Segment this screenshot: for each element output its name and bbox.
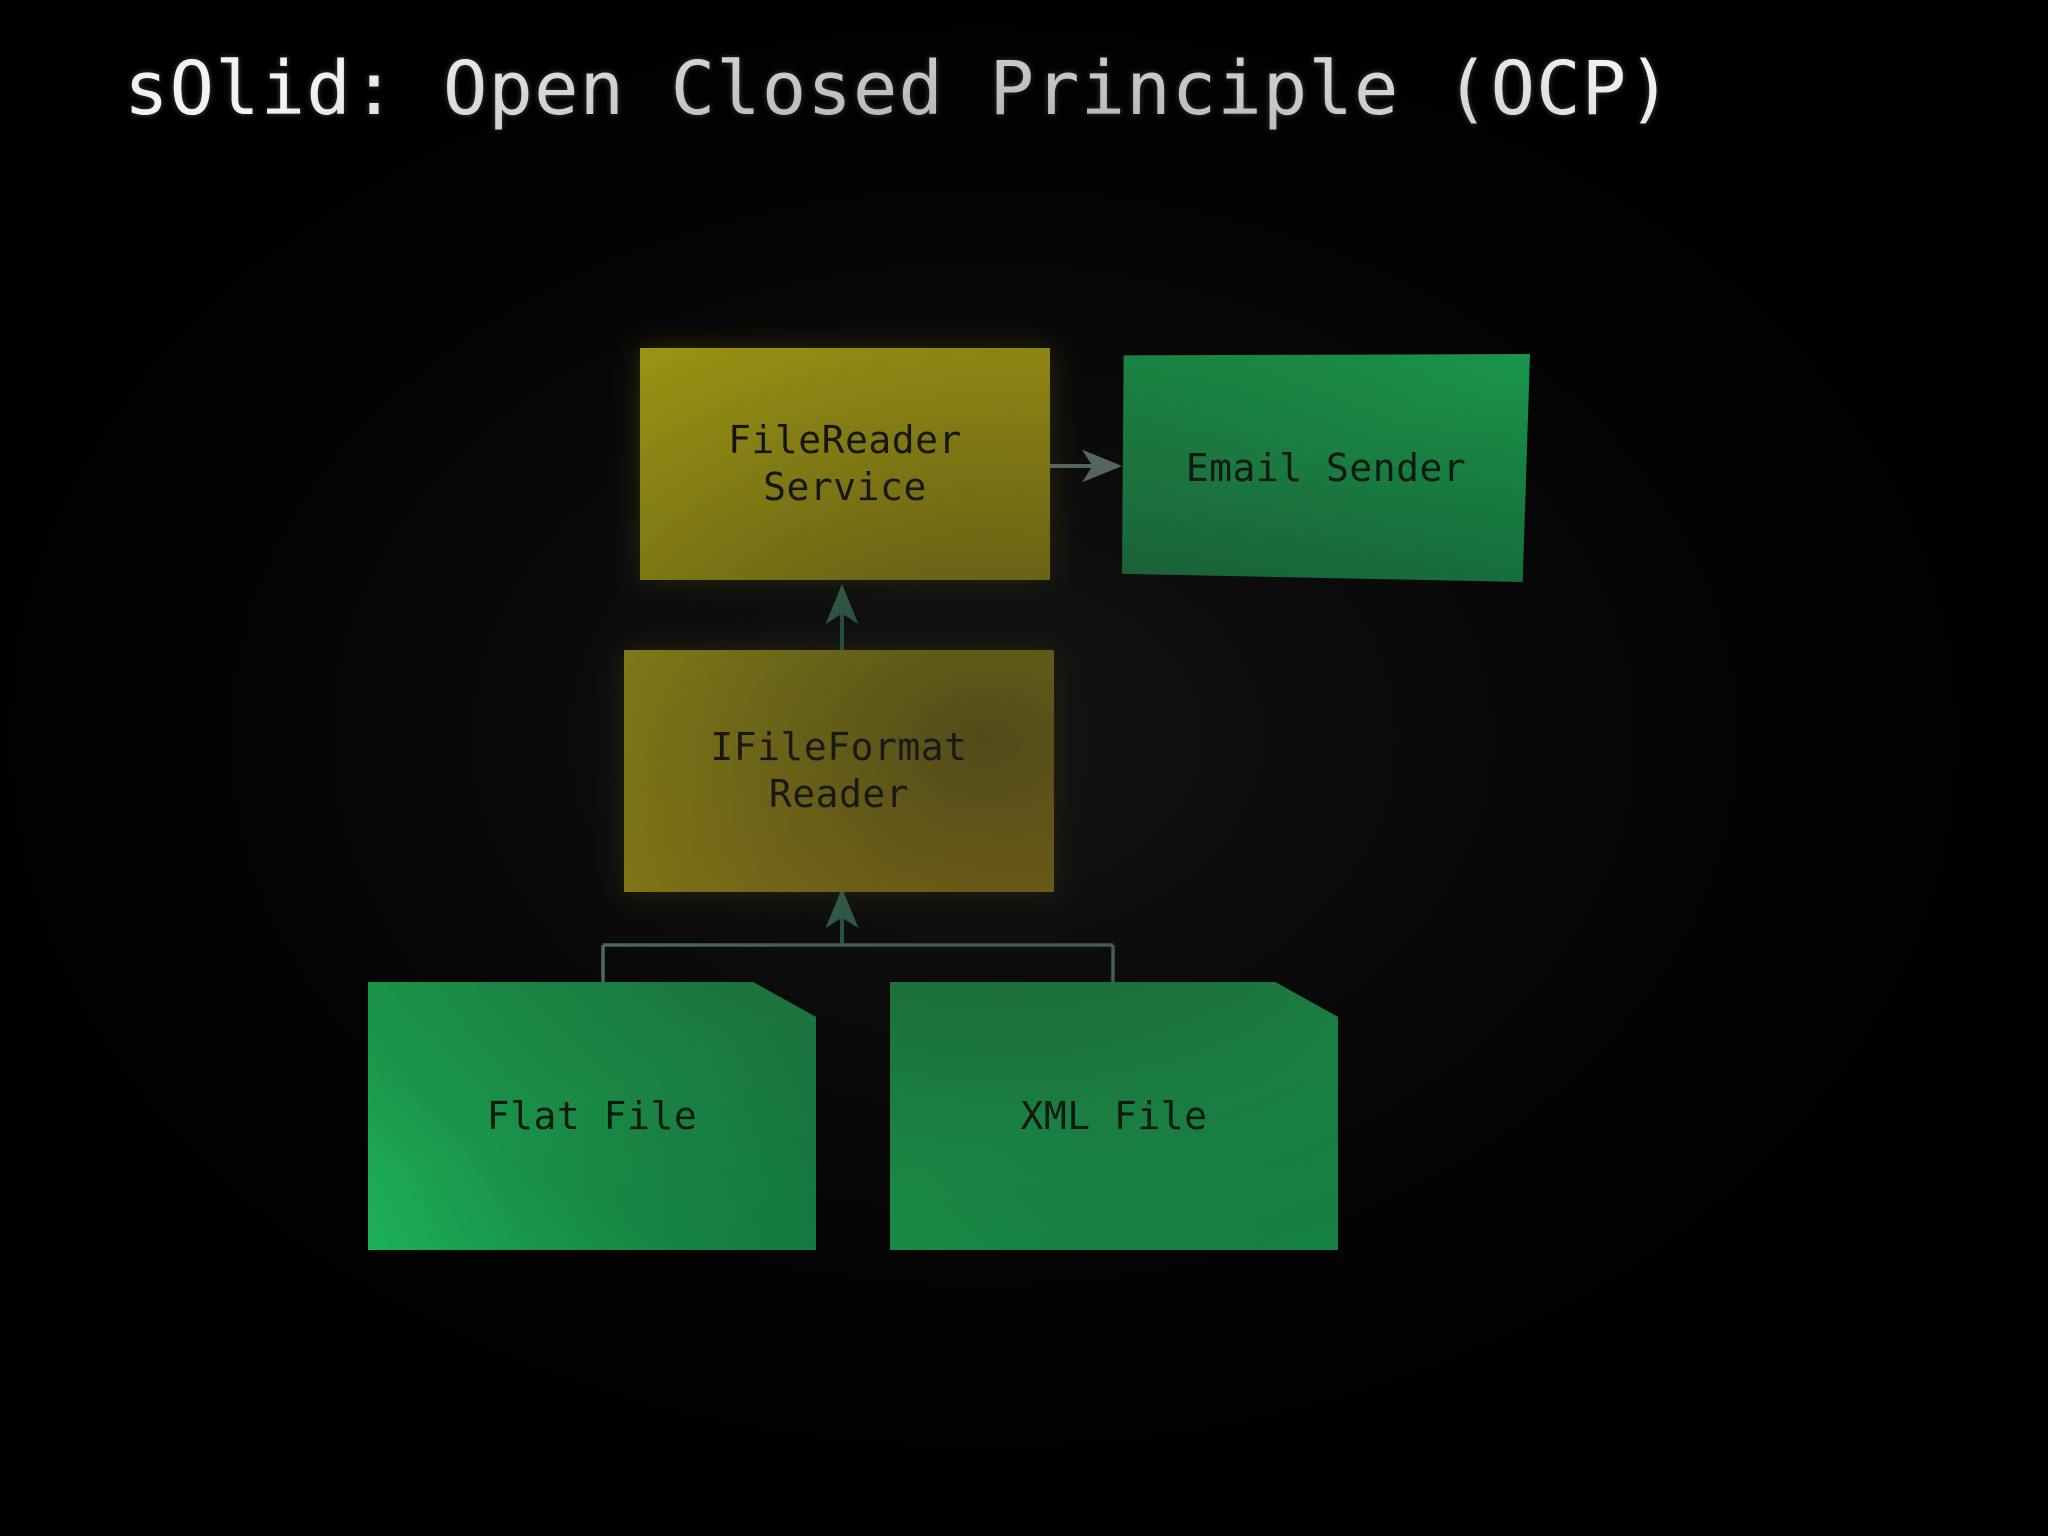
node-flat-file[interactable]: Flat File — [368, 982, 816, 1250]
node-filereader-service[interactable]: FileReader Service — [640, 348, 1050, 580]
node-email-sender[interactable]: Email Sender — [1122, 354, 1530, 582]
page-title: sOlid: Open Closed Principle (OCP) — [124, 46, 1673, 132]
node-xml-file[interactable]: XML File — [890, 982, 1338, 1250]
node-ifileformat-reader[interactable]: IFileFormat Reader — [624, 650, 1054, 892]
